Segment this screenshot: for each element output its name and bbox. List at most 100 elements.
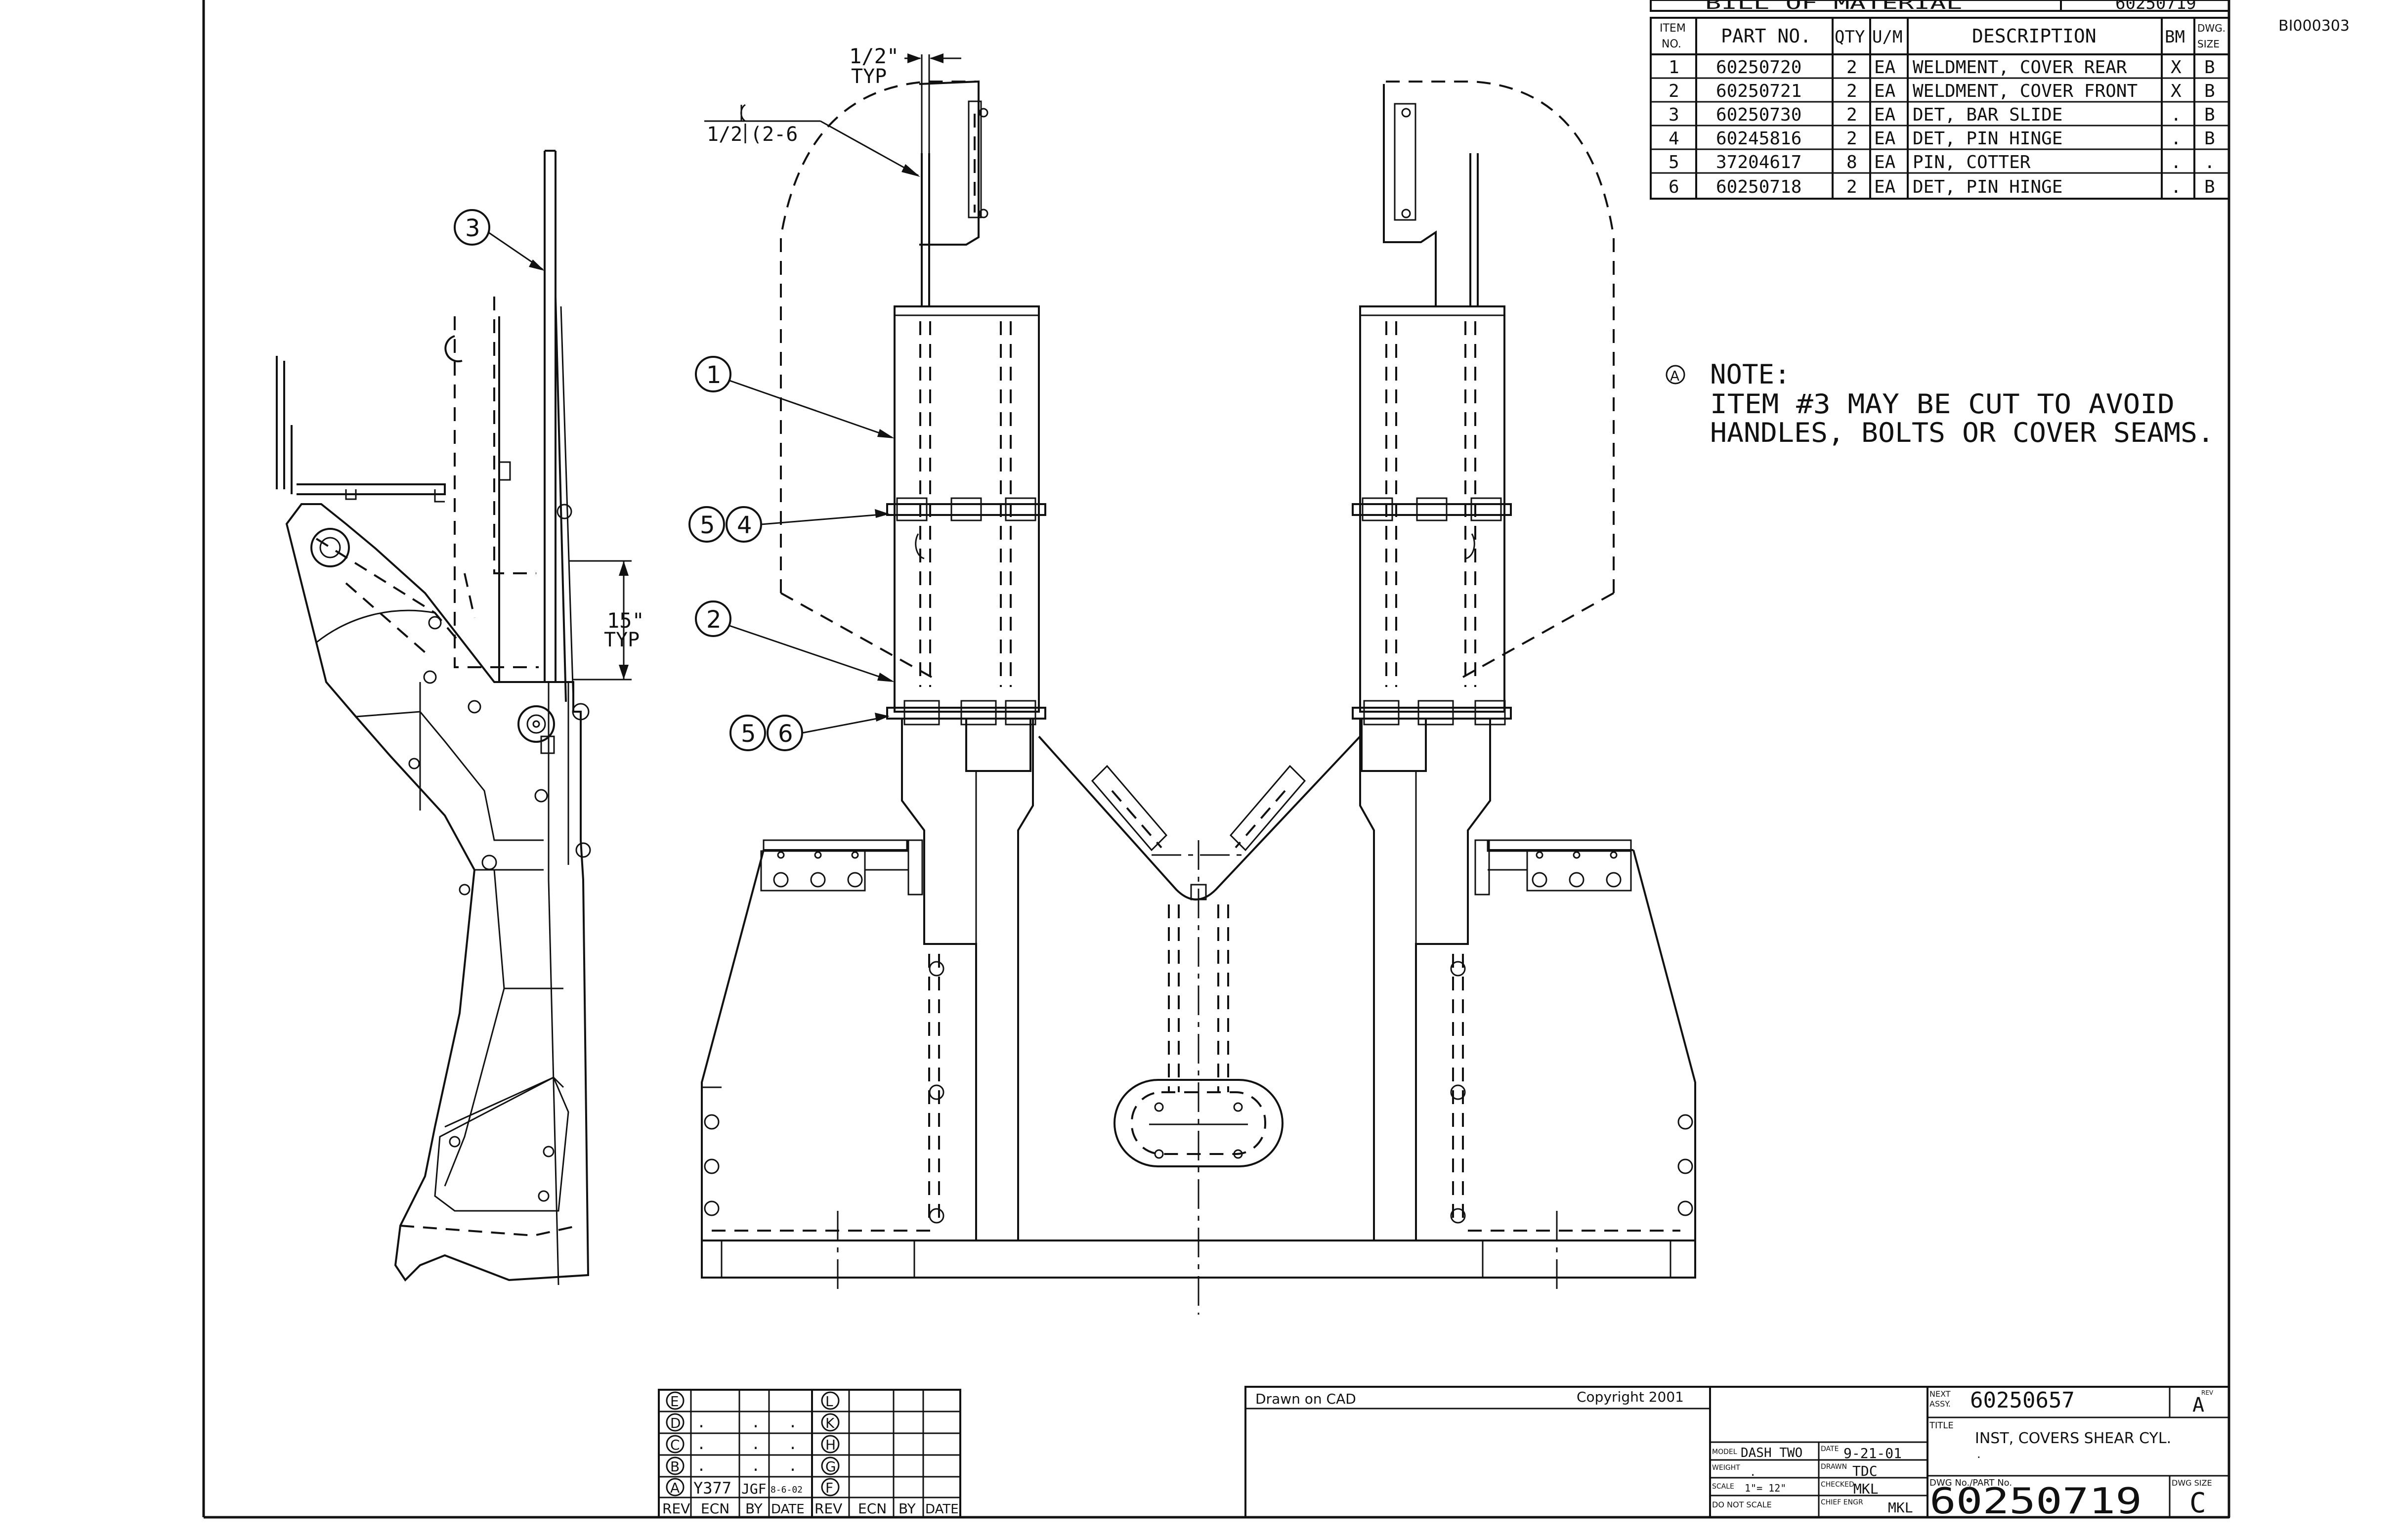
drawn-on-cad: Drawn on CAD xyxy=(1255,1391,1356,1407)
callout-bubble-1 xyxy=(695,356,731,392)
bom-cell-part: 37204617 xyxy=(1716,152,1801,172)
rev-date: . xyxy=(788,1457,797,1475)
chief-engr-value: MKL xyxy=(1888,1499,1913,1516)
bom-cell-qty: 2 xyxy=(1846,57,1857,78)
bom-cell-um: EA xyxy=(1874,105,1896,125)
rev-letter: E xyxy=(670,1393,679,1410)
note-heading: NOTE: xyxy=(1710,359,1791,390)
bom-cell-size: B xyxy=(2204,57,2215,78)
bom-row: 1 60250720 2 EA WELDMENT, COVER REAR X B xyxy=(1669,57,2215,78)
drawn-label: DRAWN xyxy=(1821,1463,1847,1471)
side-view: 15" TYP 3 xyxy=(276,150,644,1285)
bom-cell-part: 60250721 xyxy=(1716,81,1801,101)
bom-header-bm: BM xyxy=(2165,27,2185,47)
bom-header-part: PART NO. xyxy=(1721,25,1811,47)
rev-header-ecn: ECN xyxy=(701,1500,729,1517)
rev-date: . xyxy=(788,1414,797,1431)
bom-cell-qty: 8 xyxy=(1846,152,1857,172)
bom-cell-item: 5 xyxy=(1669,152,1679,172)
rev-by: . xyxy=(751,1457,760,1475)
rev-ecn: Y377 xyxy=(693,1479,731,1497)
checked-label: CHECKED xyxy=(1821,1481,1854,1489)
weight-value: . xyxy=(1750,1466,1756,1479)
rev-by: JGF xyxy=(741,1481,767,1497)
bom-assembly-no: 60250719 xyxy=(2115,0,2196,13)
checked-value: MKL xyxy=(1853,1481,1879,1497)
model-value: DASH TWO xyxy=(1741,1446,1802,1460)
bom-cell-item: 6 xyxy=(1669,177,1679,197)
rev-letter: K xyxy=(825,1415,835,1431)
rev-ecn: . xyxy=(697,1436,706,1453)
date-label: DATE xyxy=(1821,1445,1839,1453)
title-block: Drawn on CAD Copyright 2001 MODEL DASH T… xyxy=(1244,1386,2230,1522)
dim-15-typ: TYP xyxy=(604,629,640,651)
callout-bubble-2 xyxy=(695,600,731,637)
bom-cell-part: 60245816 xyxy=(1716,128,1801,149)
bom-cell-size: B xyxy=(2204,105,2215,125)
rev-date: 8-6-02 xyxy=(771,1485,803,1495)
bom-cell-size: B xyxy=(2204,81,2215,101)
bom-cell-description: DET, PIN HINGE xyxy=(1913,177,2062,197)
callout-bubble-5 xyxy=(729,715,766,751)
dwg-size-label: DWG SIZE xyxy=(2172,1478,2212,1488)
bom-cell-qty: 2 xyxy=(1846,81,1857,101)
rev-header-date: DATE xyxy=(925,1502,959,1517)
bom-row: 3 60250730 2 EA DET, BAR SLIDE . B xyxy=(1669,105,2215,125)
rev-header-by: BY xyxy=(899,1500,916,1517)
bom-cell-item: 2 xyxy=(1669,81,1679,101)
bom-cell-bm: . xyxy=(2171,128,2182,149)
bom-cell-item: 4 xyxy=(1669,128,1679,149)
bom-cell-bm: . xyxy=(2171,105,2182,125)
rev-letter: L xyxy=(825,1393,833,1410)
drawing-title-extra: . xyxy=(1977,1447,1981,1461)
rev-header-rev: REV xyxy=(814,1500,842,1517)
weld-pitch: (2-6 xyxy=(750,123,798,146)
drawing-number: 60250719 xyxy=(1929,1480,2142,1522)
bom-cell-size: . xyxy=(2204,152,2215,172)
bom-cell-part: 60250720 xyxy=(1716,57,1801,78)
bom-cell-description: PIN, COTTER xyxy=(1913,152,2031,172)
bom-header-dwg: DWG. xyxy=(2197,22,2226,34)
bom-cell-bm: . xyxy=(2171,152,2182,172)
note-line: HANDLES, BOLTS OR COVER SEAMS. xyxy=(1710,417,2214,448)
bom-header-qty: QTY xyxy=(1835,27,1865,47)
dim-15-value: 15" xyxy=(607,608,644,633)
dim-half-inch-typ: TYP xyxy=(851,65,887,88)
bom-row: 4 60245816 2 EA DET, PIN HINGE . B xyxy=(1669,128,2215,149)
drawing-title: INST, COVERS SHEAR CYL. xyxy=(1975,1430,2171,1447)
bom-cell-description: WELDMENT, COVER REAR xyxy=(1913,57,2127,78)
bom-cell-qty: 2 xyxy=(1846,177,1857,197)
bom-cell-item: 1 xyxy=(1669,57,1679,78)
bom-cell-um: EA xyxy=(1874,177,1896,197)
title-label: TITLE xyxy=(1929,1420,1954,1431)
bom-cell-qty: 2 xyxy=(1846,105,1857,125)
bom-cell-part: 60250718 xyxy=(1716,177,1801,197)
bom-cell-bm: X xyxy=(2171,57,2182,78)
bom-header-item: ITEM xyxy=(1660,22,1686,35)
bom-header-size: SIZE xyxy=(2197,38,2220,50)
callout-label-5: 5 xyxy=(741,720,756,748)
rev-letter: A xyxy=(670,1480,680,1496)
note-marker-letter: A xyxy=(1670,368,1679,384)
bom-cell-um: EA xyxy=(1874,57,1896,78)
copyright: Copyright 2001 xyxy=(1577,1389,1684,1405)
callout-bubble-5 xyxy=(688,506,725,543)
bom-row: 5 37204617 8 EA PIN, COTTER . . xyxy=(1669,152,2215,172)
dim-half-inch-value: 1/2" xyxy=(849,44,899,68)
revision-block: E D C B A L K H G F . . . . . . . . . Y3… xyxy=(658,1389,961,1518)
bom-cell-um: EA xyxy=(1874,81,1896,101)
callout-bubble-3 xyxy=(454,209,490,246)
scale-label: SCALE xyxy=(1712,1483,1734,1491)
bom-row: 6 60250718 2 EA DET, PIN HINGE . B xyxy=(1669,177,2215,197)
rev-header-ecn: ECN xyxy=(858,1500,887,1517)
bom-cell-qty: 2 xyxy=(1846,128,1857,149)
callout-label-2: 2 xyxy=(706,606,722,634)
bom-header-no: NO. xyxy=(1662,38,1681,50)
bom-row: 2 60250721 2 EA WELDMENT, COVER FRONT X … xyxy=(1669,81,2215,101)
rev-label: REV xyxy=(2201,1389,2214,1396)
rev-by: . xyxy=(751,1414,760,1431)
bom-cell-description: WELDMENT, COVER FRONT xyxy=(1913,81,2138,101)
bom-cell-size: B xyxy=(2204,177,2215,197)
sheet-id: BI000303 xyxy=(2278,17,2350,35)
bill-of-material: BILL OF MATERIAL 60250719 ITEM NO. PART … xyxy=(1650,0,2230,200)
